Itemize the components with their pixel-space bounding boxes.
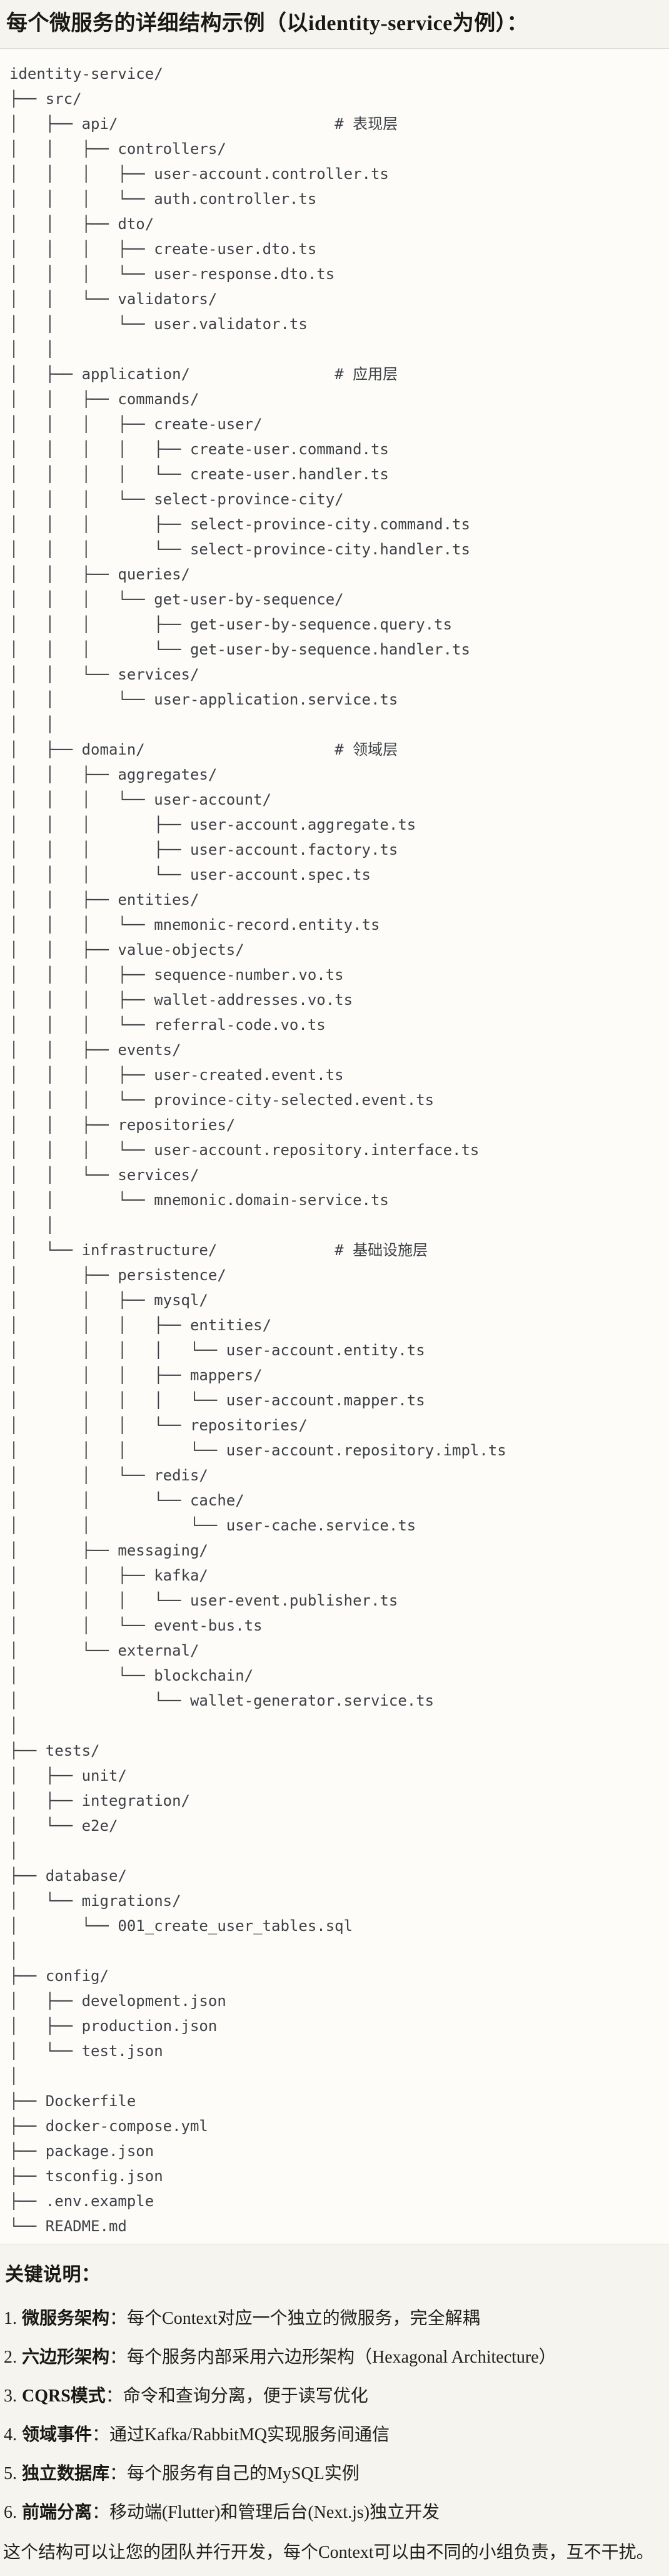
key-note-label: CQRS模式 — [22, 2386, 106, 2406]
key-note-text: ：每个Context对应一个独立的微服务，完全解耦 — [109, 2309, 480, 2328]
key-note-number: 3. — [4, 2386, 17, 2406]
key-note-number: 1. — [4, 2309, 17, 2328]
key-note-label: 六边形架构 — [22, 2348, 110, 2367]
key-note-item: 5. 独立数据库：每个服务有自己的MySQL实例 — [4, 2462, 669, 2486]
key-note-number: 2. — [4, 2348, 17, 2367]
key-notes-section: 关键说明： 1. 微服务架构：每个Context对应一个独立的微服务，完全解耦 2.… — [0, 2262, 669, 2525]
key-note-label: 领域事件 — [22, 2425, 93, 2445]
key-note-item: 1. 微服务架构：每个Context对应一个独立的微服务，完全解耦 — [4, 2307, 669, 2331]
key-note-item: 4.领域事件：通过Kafka/RabbitMQ实现服务间通信 — [4, 2423, 669, 2447]
key-note-item: 3.CQRS模式：命令和查询分离，便于读写优化 — [4, 2385, 669, 2408]
directory-tree: identity-service/ ├── src/ │ ├── api/ # … — [9, 65, 506, 2235]
code-block: identity-service/ ├── src/ │ ├── api/ # … — [0, 48, 669, 2244]
key-note-text: ：移动端(Flutter)和管理后台(Next.js)独立开发 — [92, 2503, 440, 2522]
key-note-number: 4. — [4, 2425, 17, 2445]
key-note-text: ：每个服务有自己的MySQL实例 — [109, 2464, 360, 2483]
key-note-label: 独立数据库 — [22, 2464, 110, 2483]
key-note-label: 微服务架构 — [22, 2309, 110, 2328]
key-note-item: 2. 六边形架构：每个服务内部采用六边形架构（Hexagonal Architec… — [4, 2346, 669, 2370]
page-title: 每个微服务的详细结构示例（以identity-service为例）： — [6, 12, 528, 35]
key-note-item: 6. 前端分离：移动端(Flutter)和管理后台(Next.js)独立开发 — [4, 2501, 669, 2525]
key-notes-heading: 关键说明： — [5, 2264, 101, 2285]
key-note-label: 前端分离 — [22, 2503, 93, 2522]
key-note-number: 5. — [4, 2464, 17, 2483]
key-note-text: ：命令和查询分离，便于读写优化 — [105, 2386, 368, 2406]
key-note-number: 6. — [4, 2503, 17, 2522]
key-note-text: ：通过Kafka/RabbitMQ实现服务间通信 — [92, 2425, 390, 2445]
closing-paragraph: 这个结构可以让您的团队并行开发，每个Context可以由不同的小组负责，互不干扰… — [3, 2543, 654, 2562]
key-note-text: ：每个服务内部采用六边形架构（Hexagonal Architecture） — [109, 2348, 556, 2367]
